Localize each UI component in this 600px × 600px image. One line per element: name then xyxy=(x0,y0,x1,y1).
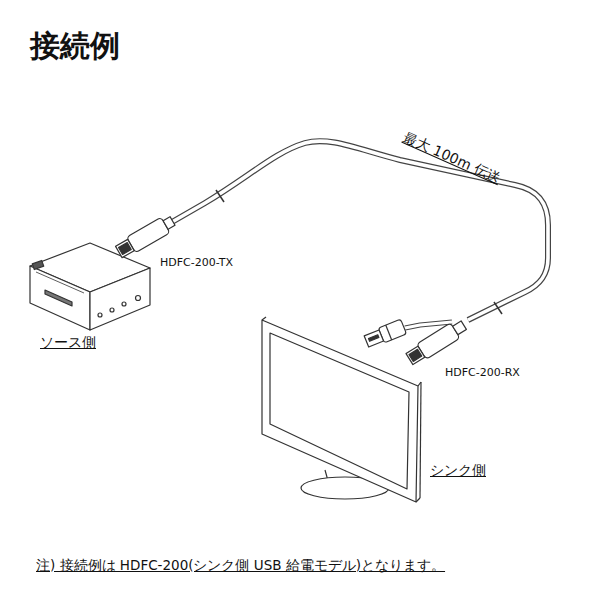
sink-monitor xyxy=(262,317,421,502)
part-name: HDFC-200-RX xyxy=(445,366,520,379)
side-label: シンク側 xyxy=(430,462,486,479)
tx-connector xyxy=(114,213,177,260)
rx-connector xyxy=(405,318,469,367)
source-device xyxy=(30,243,150,330)
part-name: HDFC-200-TX xyxy=(160,256,233,269)
note-caption: 注) 接続例は HDFC-200(シンク側 USB 給電モデル)となります。 xyxy=(36,557,445,573)
page-title: 接続例 xyxy=(30,28,120,64)
distance-label: 最大 100m 伝送 xyxy=(401,129,504,187)
side-label: ソース側 xyxy=(40,334,96,351)
usb-plug xyxy=(363,319,406,349)
